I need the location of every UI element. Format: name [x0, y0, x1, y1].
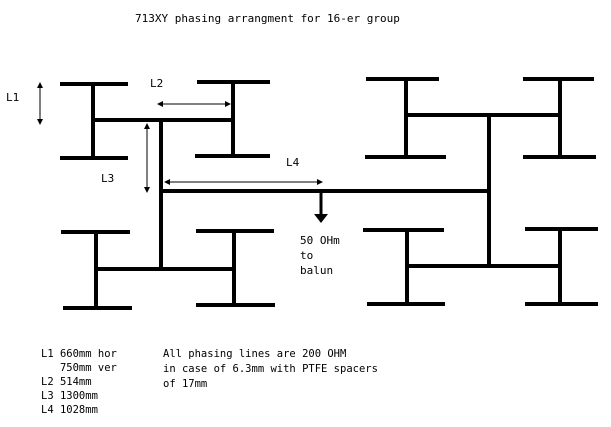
antenna-group-top-left [60, 80, 270, 160]
feed-arrow [314, 191, 328, 223]
dimension-l2: L2 [150, 77, 231, 107]
antenna-group-top-right [365, 77, 596, 159]
phasing-network [159, 115, 491, 269]
antenna-group-bottom-right [363, 227, 598, 306]
feed-label: 50 OHm to balun [300, 234, 346, 277]
antenna-element [523, 77, 596, 159]
dimension-l1: L1 [6, 82, 43, 125]
dimensions-list: L1 660mm hor 750mm ver L2 514mm L3 1300m… [41, 348, 123, 416]
l1-label: L1 [6, 91, 19, 104]
l2-label: L2 [150, 77, 163, 90]
phasing-notes: All phasing lines are 200 OHM in case of… [163, 348, 384, 390]
l4-label: L4 [286, 156, 300, 169]
dimension-l3: L3 [101, 123, 150, 193]
l3-label: L3 [101, 172, 114, 185]
antenna-element [365, 77, 446, 159]
diagram-title: 713XY phasing arrangment for 16-er group [135, 12, 400, 25]
dimension-l4: L4 [164, 156, 323, 185]
antenna-group-bottom-left [61, 229, 275, 310]
